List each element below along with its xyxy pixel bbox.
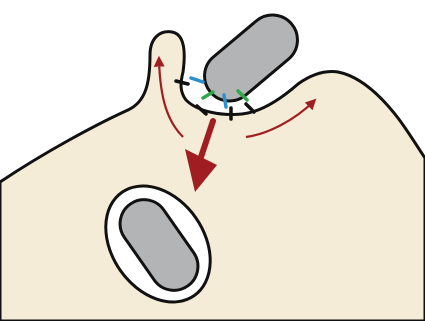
receptor-2 [191, 78, 203, 82]
receptor-5 [224, 95, 226, 107]
receptor-8 [246, 104, 254, 112]
